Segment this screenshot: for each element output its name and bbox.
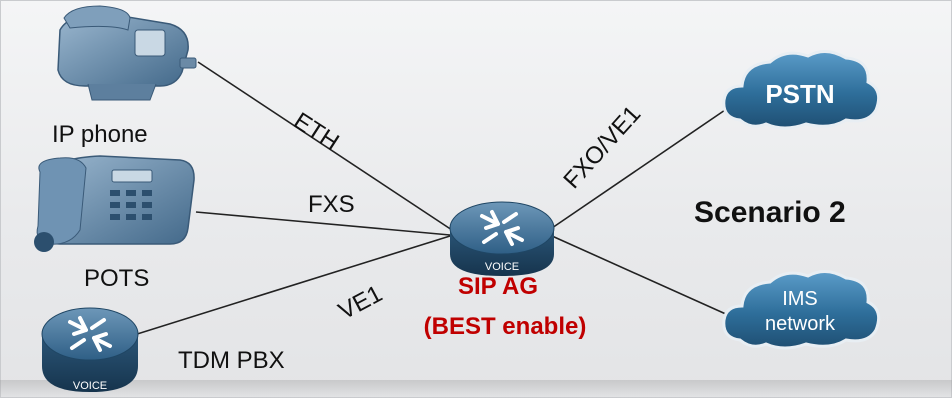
ip-phone-label: IP phone bbox=[52, 121, 148, 148]
ims-network-label: network bbox=[765, 313, 836, 335]
line-ag-to-pstn bbox=[551, 107, 729, 229]
pstn-label: PSTN bbox=[765, 79, 834, 109]
fxo-ve1-link-label: FXO/VE1 bbox=[558, 101, 646, 194]
ims-network-cloud-icon bbox=[722, 270, 881, 350]
ip-phone-icon bbox=[57, 5, 197, 101]
fxs-link-label: FXS bbox=[308, 191, 355, 218]
ve1-link-label: VE1 bbox=[334, 280, 387, 325]
ims-label: IMS bbox=[782, 288, 818, 310]
bottom-shadow bbox=[0, 380, 952, 398]
sip-ag-device-icon bbox=[449, 201, 555, 276]
tdm-pbx-voice-badge: VOICE bbox=[73, 380, 107, 392]
pots-phone-icon bbox=[34, 155, 195, 252]
connection-lines bbox=[117, 61, 729, 341]
pots-label: POTS bbox=[84, 265, 149, 292]
tdm-pbx-label: TDM PBX bbox=[178, 347, 285, 374]
line-ag-to-ims bbox=[551, 235, 729, 316]
eth-link-label: ETH bbox=[289, 107, 344, 156]
sip-ag-voice-badge: VOICE bbox=[485, 261, 519, 273]
line-pots-to-ag bbox=[195, 211, 451, 236]
sip-ag-label: SIP AG bbox=[458, 273, 538, 300]
line-ip-phone-to-ag bbox=[197, 61, 456, 233]
line-pbx-to-ag bbox=[117, 235, 451, 341]
scenario-label: Scenario 2 bbox=[694, 196, 846, 229]
sip-ag-subtitle: (BEST enable) bbox=[424, 313, 587, 340]
pstn-cloud-icon bbox=[722, 50, 881, 130]
tdm-pbx-device-icon bbox=[41, 307, 139, 392]
